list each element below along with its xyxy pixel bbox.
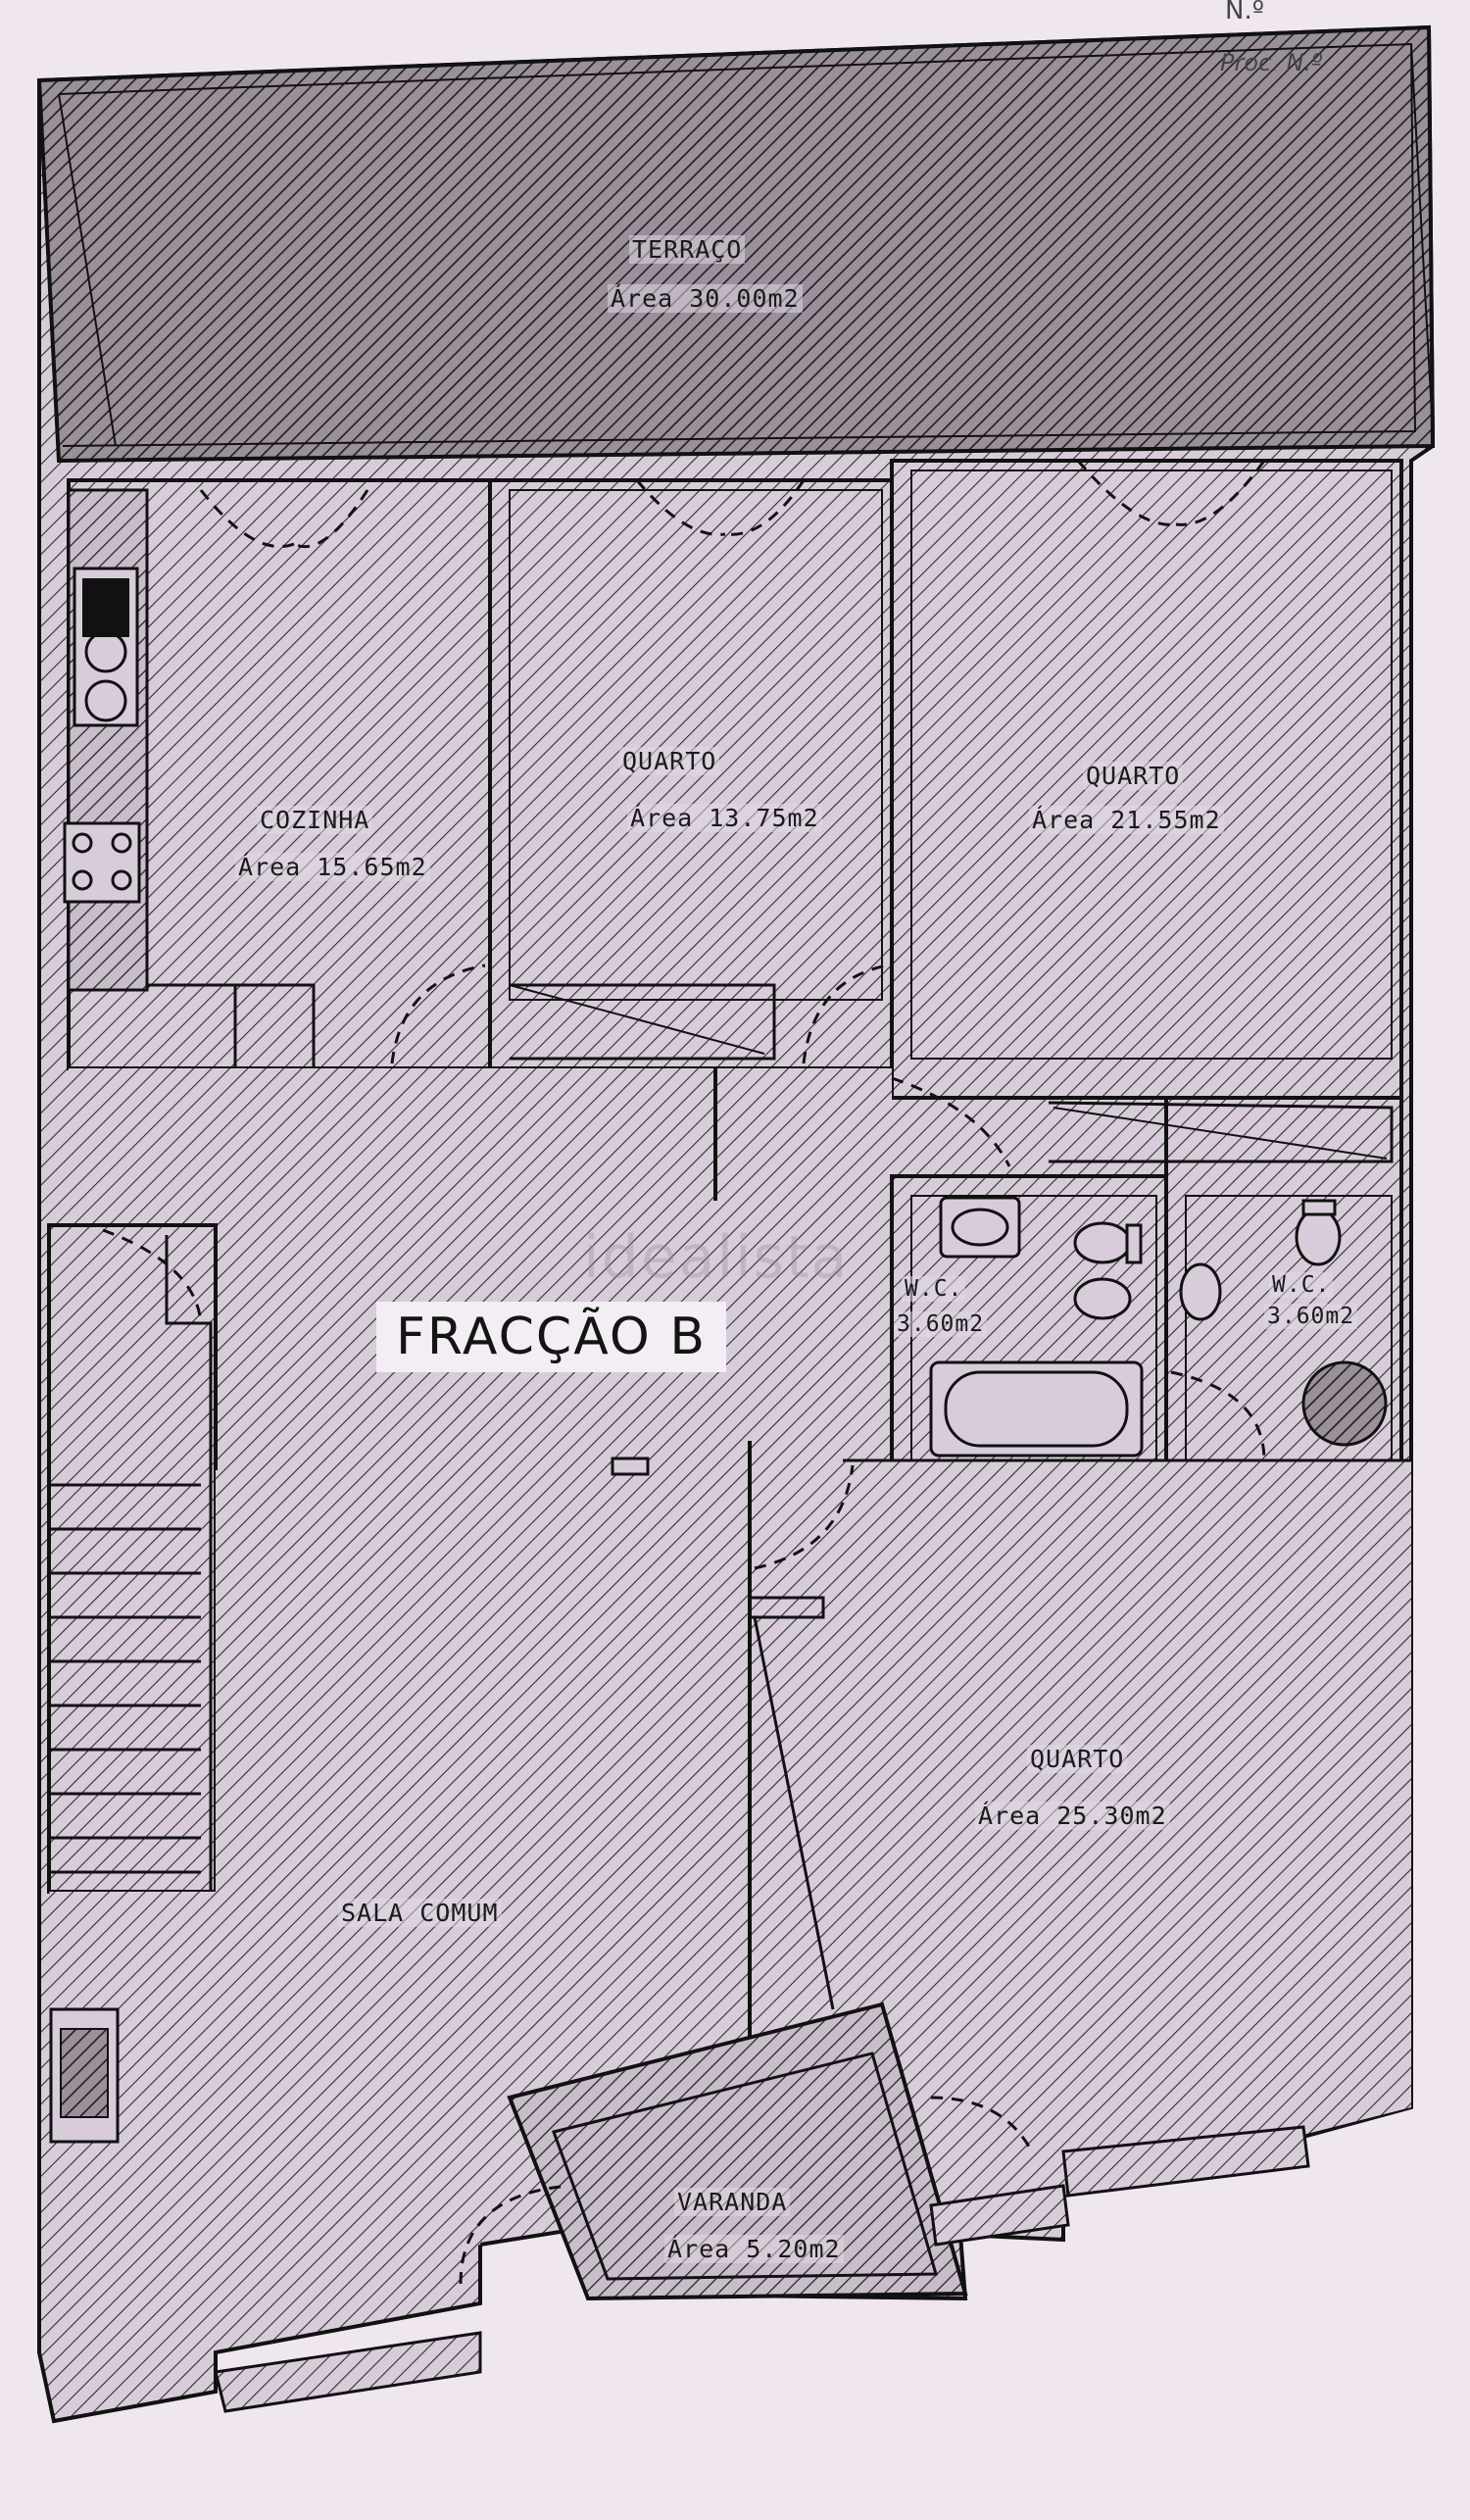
kitchen-sink-icon xyxy=(73,567,139,727)
room-name-cozinha: COZINHA xyxy=(257,806,373,834)
toilet-icon xyxy=(1073,1199,1342,1320)
room-name-wc-1: W.C. xyxy=(902,1276,966,1302)
room-name-quarto-2: QUARTO xyxy=(1083,762,1184,790)
door-swing-icon xyxy=(102,460,1266,2285)
room-area-wc-2: 3.60m2 xyxy=(1264,1304,1358,1329)
room-area-quarto-1: Área 13.75m2 xyxy=(627,804,822,832)
watermark: idealista xyxy=(583,1223,850,1292)
staircase-icon xyxy=(47,1223,218,1894)
plan-title: FRACÇÃO B xyxy=(376,1302,726,1372)
room-area-varanda: Área 5.20m2 xyxy=(664,2235,844,2263)
washbasin-icon xyxy=(939,1196,1021,1259)
room-name-wc-2: W.C. xyxy=(1269,1272,1334,1298)
room-area-quarto-2: Área 21.55m2 xyxy=(1029,806,1224,834)
room-area-quarto-3: Área 25.30m2 xyxy=(975,1802,1170,1830)
shower-icon xyxy=(1301,1360,1388,1447)
corner-process-mark: Proc. N.º xyxy=(1220,49,1323,76)
corner-number-mark: N.º xyxy=(1225,0,1264,25)
room-name-varanda: VARANDA xyxy=(674,2188,791,2216)
room-name-terraco: TERRAÇO xyxy=(629,235,746,264)
room-name-sala-comum: SALA COMUM xyxy=(338,1899,502,1927)
bathtub-icon xyxy=(929,1360,1144,1458)
balcony-area xyxy=(507,2001,968,2301)
outlet-icon xyxy=(611,1457,650,1476)
facade-windows xyxy=(214,2125,1310,2413)
bidet-icon xyxy=(1179,1262,1222,1321)
room-name-quarto-1: QUARTO xyxy=(619,747,720,775)
room-name-quarto-3: QUARTO xyxy=(1027,1745,1128,1773)
room-area-terraco: Área 30.00m2 xyxy=(608,284,803,313)
electrical-panel-icon xyxy=(49,2007,120,2144)
room-area-wc-1: 3.60m2 xyxy=(894,1311,988,1337)
cooktop-icon xyxy=(63,821,141,904)
room-area-cozinha: Área 15.65m2 xyxy=(235,853,430,881)
